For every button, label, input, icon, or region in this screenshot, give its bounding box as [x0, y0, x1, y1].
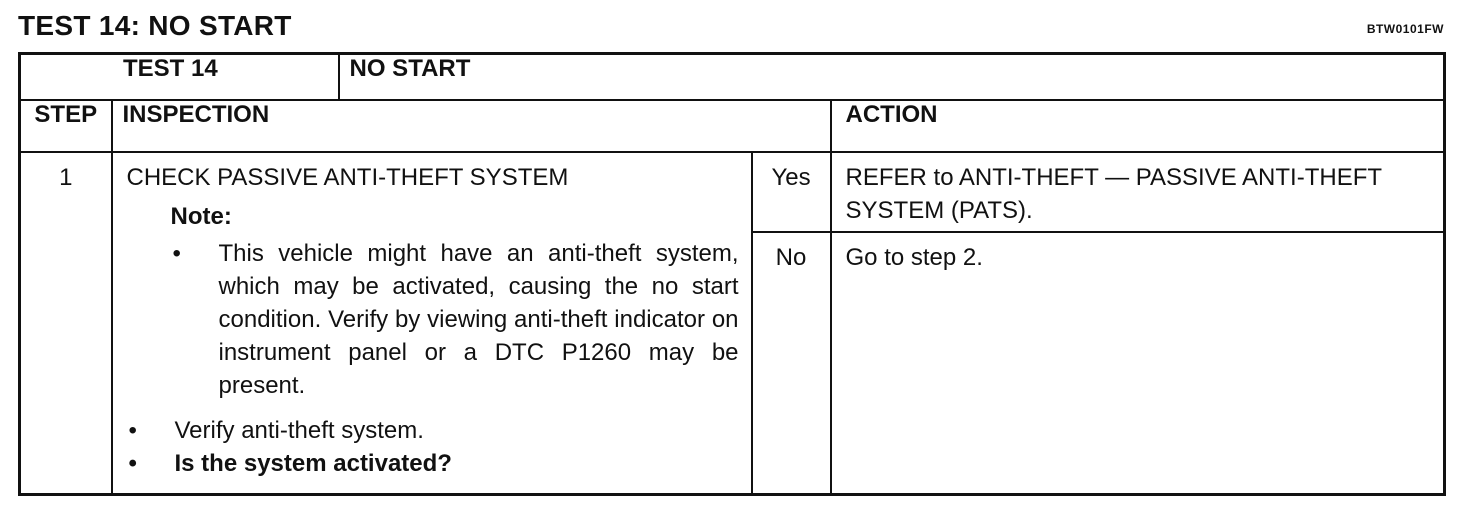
note-list: • This vehicle might have an anti-theft …	[127, 237, 739, 402]
test-label: TEST 14	[18, 52, 340, 101]
list-item: • Is the system activated?	[127, 447, 739, 480]
bullet-icon: •	[172, 240, 181, 267]
page-title: TEST 14: NO START	[18, 10, 292, 41]
inspection-header: INSPECTION	[110, 99, 832, 153]
test-name: NO START	[337, 52, 1446, 101]
list-item: • Verify anti-theft system.	[127, 414, 739, 447]
action-header: ACTION	[829, 99, 1446, 153]
bullet-icon: •	[128, 450, 137, 477]
step-header: STEP	[18, 99, 113, 153]
action-no: Go to step 2.	[829, 231, 1446, 496]
note-label: Note:	[170, 203, 232, 230]
note-item: • This vehicle might have an anti-theft …	[127, 237, 739, 402]
test-table: TEST 14 NO START STEP INSPECTION ACTION …	[18, 52, 1447, 496]
column-header-row: STEP INSPECTION ACTION	[18, 99, 1446, 153]
inspection-cell: CHECK PASSIVE ANTI-THEFT SYSTEM Note: • …	[110, 151, 753, 496]
answer-no: No	[750, 231, 832, 496]
step-text: Verify anti-theft system.	[174, 417, 424, 444]
step-number: 1	[18, 151, 113, 496]
bullet-icon: •	[128, 417, 137, 444]
note-text: This vehicle might have an anti-theft sy…	[218, 240, 739, 399]
inspection-steps: • Verify anti-theft system. • Is the sys…	[127, 414, 739, 480]
table-row: 1 CHECK PASSIVE ANTI-THEFT SYSTEM Note: …	[18, 151, 1446, 496]
table-row: No Go to step 2.	[20, 231, 1446, 496]
action-yes: REFER to ANTI-THEFT — PASSIVE ANTI-THEFT…	[829, 151, 1446, 233]
test-title-row: TEST 14 NO START	[18, 52, 1446, 101]
question-text: Is the system activated?	[174, 450, 452, 477]
inspection-title: CHECK PASSIVE ANTI-THEFT SYSTEM	[126, 164, 569, 191]
figure-code: BTW0101FW	[1366, 22, 1444, 36]
answer-yes: Yes	[750, 151, 832, 233]
